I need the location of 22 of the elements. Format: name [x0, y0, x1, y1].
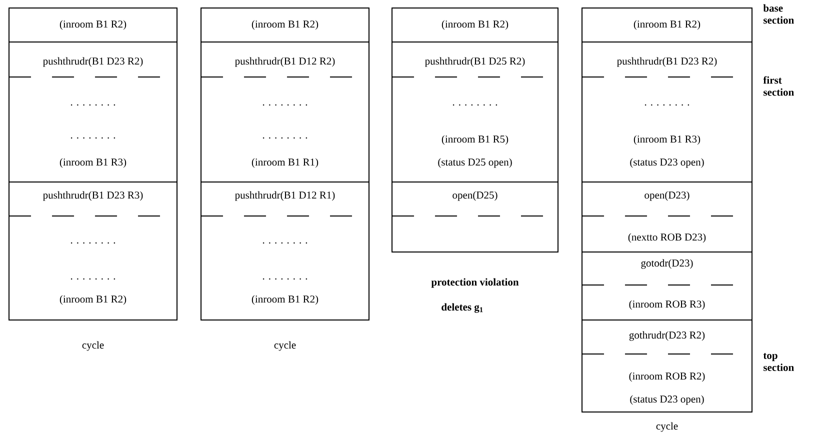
section-box: pushthrudr(B1 D12 R2) . . . . . . . . . . . . . . . . (inroom B1 R1)	[200, 42, 370, 182]
stack-caption: deletes g$_{1}$	[442, 303, 483, 313]
section-box: (inroom B1 R2)	[200, 8, 370, 42]
section-box: gothrudr(D23 R2) (inroom ROB R2) (status D23 open)	[582, 319, 752, 412]
section-box: gotodr(D23) (inroom ROB R3)	[582, 251, 752, 320]
stack-caption: cycle	[656, 422, 678, 432]
section-box: pushthrudr(B1 D12 R1) . . . . . . . . . . . . . . . . (inroom B1 R2)	[200, 182, 370, 320]
section-box: pushthrudr(B1 D23 R2) . . . . . . . . (inroom B1 R3) (status D23 open)	[582, 42, 752, 182]
section-label: base section	[763, 4, 794, 24]
section-label: top section	[763, 352, 794, 371]
section-box: (inroom B1 R2)	[392, 8, 558, 42]
section-label: first section	[763, 76, 794, 96]
stack-caption: protection violation	[431, 278, 519, 288]
section-box: open(D23) (nextto ROB D23)	[582, 182, 752, 252]
section-box: (inroom B1 R2)	[8, 8, 178, 42]
section-box: pushthrudr(B1 D25 R2) . . . . . . . . (inroom B1 R5) (status D25 open)	[392, 42, 558, 182]
section-box: (inroom B1 R2)	[582, 8, 752, 42]
stack-caption: cycle	[274, 341, 296, 351]
section-box: open(D25)	[392, 182, 558, 252]
stack-caption: cycle	[82, 341, 104, 351]
section-box: pushthrudr(B1 D23 R3) . . . . . . . . . . . . . . . . (inroom B1 R2)	[8, 182, 178, 320]
section-box: pushthrudr(B1 D23 R2) . . . . . . . . . . . . . . . . (inroom B1 R3)	[8, 42, 178, 182]
